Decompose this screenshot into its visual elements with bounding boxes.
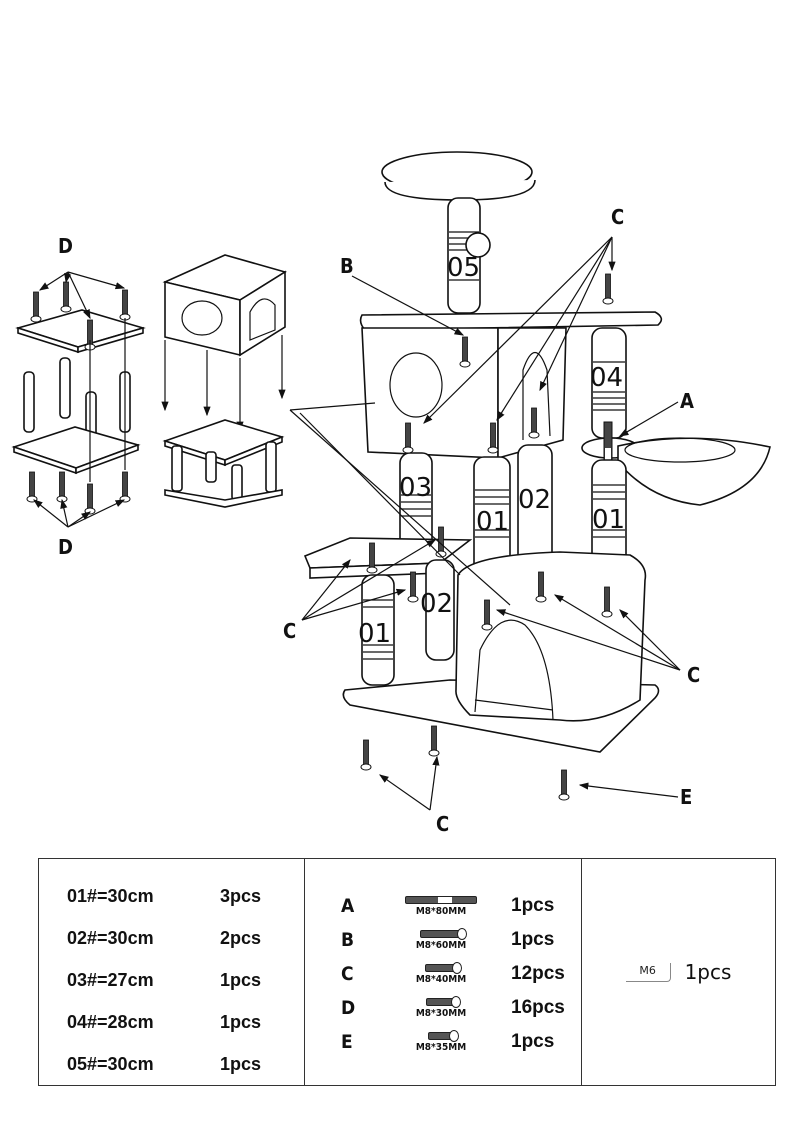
upper-shelf — [359, 311, 663, 331]
screw-row: C M8*40MM 12pcs — [305, 957, 581, 991]
house-front — [361, 327, 499, 459]
callout-e: E — [680, 785, 692, 809]
screw-letter: D — [341, 997, 356, 1019]
callout-c-top: C — [611, 205, 624, 229]
double-bolt-icon — [405, 895, 477, 904]
screw-size: M8*35MM — [415, 1041, 467, 1053]
post-label-05: 05 — [447, 253, 480, 283]
bowl-perch — [617, 437, 771, 506]
post-label-01-lower: 01 — [358, 619, 391, 649]
screw-letter: A — [341, 895, 355, 917]
screw-letter: B — [341, 929, 355, 951]
callout-c-left: C — [283, 619, 296, 643]
assembly-diagram: D D 05 — [11, 151, 771, 836]
post-row: 03#=27cm 1pcs — [67, 959, 304, 1001]
post-id: 04#=28cm — [67, 1011, 154, 1032]
post-id: 02#=30cm — [67, 927, 154, 948]
callout-d-bottom: D — [58, 535, 73, 559]
post-label-01-center: 01 — [476, 507, 509, 537]
posts-column: 01#=30cm 3pcs 02#=30cm 2pcs 03#=27cm 1pcs 0… — [39, 859, 305, 1085]
screw-qty: 12pcs — [511, 963, 565, 984]
callout-c-bottom: C — [436, 812, 449, 836]
house-side — [497, 327, 567, 460]
screw-row: E M8*35MM 1pcs — [305, 1025, 581, 1059]
post-qty: 3pcs — [220, 885, 262, 906]
allen-wrench-icon: M6 — [625, 962, 671, 982]
bolt-icon — [425, 961, 462, 974]
screws-column: A M8*80MM 1pcs B M8*60MM 1pcs C M8*40MM … — [305, 859, 582, 1085]
screw-row: A M8*80MM 1pcs — [305, 889, 581, 923]
post-label-02-center: 02 — [518, 485, 551, 515]
parts-list-table: 01#=30cm 3pcs 02#=30cm 2pcs 03#=27cm 1pcs 0… — [38, 858, 776, 1086]
bolt-icon — [420, 927, 467, 940]
callout-d-top: D — [58, 234, 73, 258]
screw-qty: 16pcs — [511, 997, 565, 1018]
screw-letter: E — [341, 1031, 353, 1053]
screw-size: M8*40MM — [415, 973, 467, 985]
screw-qty: 1pcs — [511, 895, 555, 916]
main-cat-tree: 05 04 03 01 02 01 — [283, 151, 771, 836]
post-03 — [399, 452, 433, 554]
post-label-03: 03 — [399, 473, 432, 503]
post-row: 01#=30cm 3pcs — [67, 875, 304, 917]
tool-column: M6 1pcs — [582, 859, 775, 1085]
screw-letter: C — [341, 963, 354, 985]
callout-c-right: C — [687, 663, 700, 687]
sub-assembly-cube-house — [161, 254, 287, 508]
post-qty: 1pcs — [220, 1053, 262, 1074]
post-qty: 1pcs — [220, 1011, 262, 1032]
post-row: 04#=28cm 1pcs — [67, 1001, 304, 1043]
lower-board — [11, 426, 141, 469]
post — [23, 371, 35, 433]
post-id: 01#=30cm — [67, 885, 154, 906]
bolt-icon — [428, 1029, 459, 1042]
post-row: 05#=30cm 1pcs — [67, 1043, 304, 1085]
post-01-lower — [361, 574, 395, 686]
lower-house — [455, 551, 647, 722]
callout-a: A — [680, 389, 694, 413]
screw-size: M8*80MM — [415, 905, 467, 917]
hanging-ball — [465, 232, 491, 258]
post-id: 05#=30cm — [67, 1053, 154, 1074]
sub-assembly-platform-posts: D D — [11, 234, 146, 559]
post — [59, 357, 71, 419]
screw-size: M8*30MM — [415, 1007, 467, 1019]
post-label-01-right: 01 — [592, 505, 625, 535]
screw-size: M8*60MM — [415, 939, 467, 951]
bolt-icon — [426, 995, 461, 1008]
post-id: 03#=27cm — [67, 969, 154, 990]
post-qty: 2pcs — [220, 927, 262, 948]
screw-row: D M8*30MM 16pcs — [305, 991, 581, 1025]
post-label-02-lower: 02 — [420, 589, 453, 619]
tool-qty: 1pcs — [684, 960, 732, 984]
post-row: 02#=30cm 2pcs — [67, 917, 304, 959]
screw-row: B M8*60MM 1pcs — [305, 923, 581, 957]
callout-b: B — [340, 254, 354, 278]
cube-side — [239, 270, 286, 357]
allen-wrench-item: M6 1pcs — [625, 960, 732, 984]
post-label-04: 04 — [590, 363, 623, 393]
screw-qty: 1pcs — [511, 929, 555, 950]
post-qty: 1pcs — [220, 969, 262, 990]
post-02-lower — [425, 559, 455, 661]
screw-qty: 1pcs — [511, 1031, 555, 1052]
